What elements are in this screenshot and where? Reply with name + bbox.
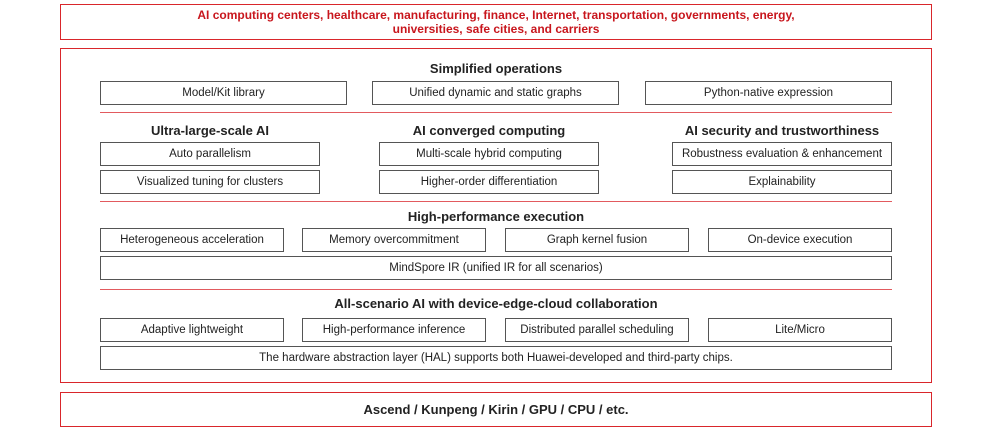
hal-box: The hardware abstraction layer (HAL) sup… <box>100 346 892 370</box>
ai-converged-computing-title: AI converged computing <box>412 123 566 138</box>
distributed-parallel-scheduling-box: Distributed parallel scheduling <box>505 318 689 342</box>
model-kit-library-box: Model/Kit library <box>100 81 347 105</box>
ultra-large-scale-ai-title: Ultra-large-scale AI <box>150 123 269 138</box>
python-native-box: Python-native expression <box>645 81 892 105</box>
all-scenario-ai-title: All-scenario AI with device-edge-cloud c… <box>334 296 658 311</box>
hardware-platforms-text: Ascend / Kunpeng / Kirin / GPU / CPU / e… <box>363 402 629 417</box>
layer-separator <box>100 201 892 202</box>
simplified-operations-title: Simplified operations <box>429 61 563 76</box>
adaptive-lightweight-box: Adaptive lightweight <box>100 318 284 342</box>
higher-order-differentiation-box: Higher-order differentiation <box>379 170 599 194</box>
unified-graphs-box: Unified dynamic and static graphs <box>372 81 619 105</box>
multi-scale-hybrid-box: Multi-scale hybrid computing <box>379 142 599 166</box>
ai-security-title: AI security and trustworthiness <box>684 123 880 138</box>
robustness-evaluation-box: Robustness evaluation & enhancement <box>672 142 892 166</box>
explainability-box: Explainability <box>672 170 892 194</box>
framework-layers-frame <box>60 48 932 383</box>
mindspore-ir-box: MindSpore IR (unified IR for all scenari… <box>100 256 892 280</box>
hardware-platforms-banner: Ascend / Kunpeng / Kirin / GPU / CPU / e… <box>60 392 932 427</box>
lite-micro-box: Lite/Micro <box>708 318 892 342</box>
application-scenarios-text: AI computing centers, healthcare, manufa… <box>197 8 795 36</box>
high-performance-execution-title: High-performance execution <box>407 209 585 224</box>
on-device-execution-box: On-device execution <box>708 228 892 252</box>
high-performance-inference-box: High-performance inference <box>302 318 486 342</box>
auto-parallelism-box: Auto parallelism <box>100 142 320 166</box>
layer-separator <box>100 289 892 290</box>
visualized-tuning-box: Visualized tuning for clusters <box>100 170 320 194</box>
memory-overcommitment-box: Memory overcommitment <box>302 228 486 252</box>
graph-kernel-fusion-box: Graph kernel fusion <box>505 228 689 252</box>
application-scenarios-banner: AI computing centers, healthcare, manufa… <box>60 4 932 40</box>
heterogeneous-acceleration-box: Heterogeneous acceleration <box>100 228 284 252</box>
layer-separator <box>100 112 892 113</box>
